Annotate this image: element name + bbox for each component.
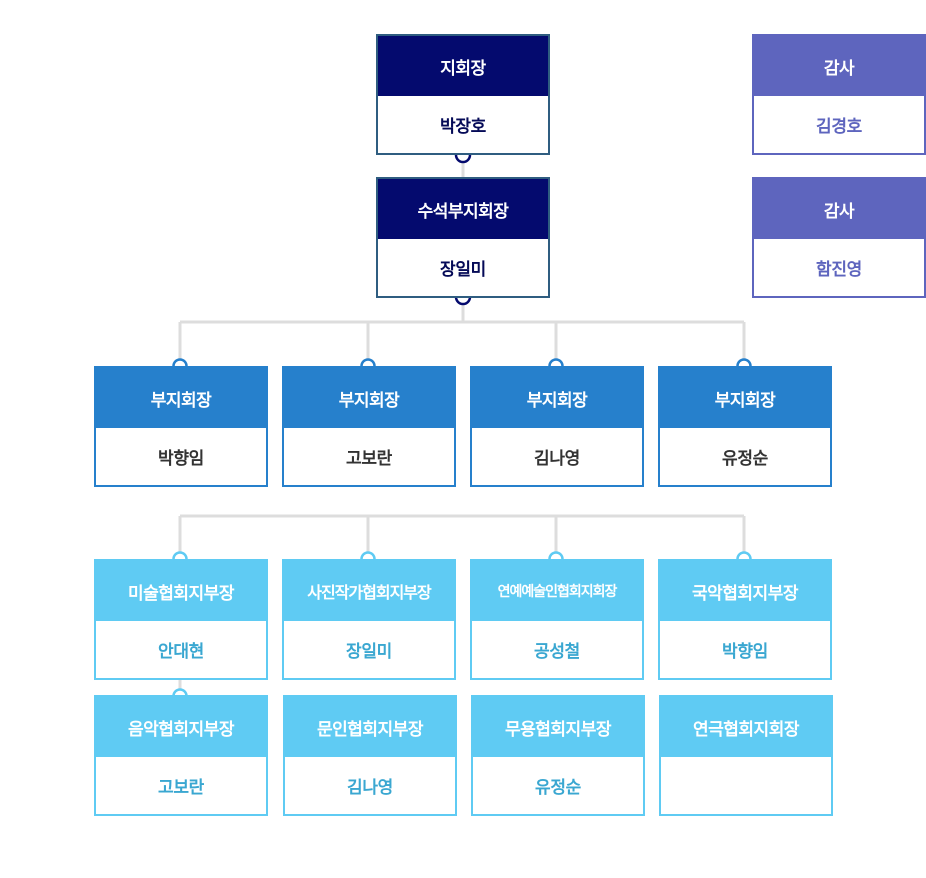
- branch-head-box-4: 국악협회지부장 박향임: [658, 559, 832, 680]
- branch-head-name: 고보란: [157, 778, 205, 798]
- vice-chair-title: 부지회장: [472, 368, 642, 428]
- vice-chair-box-3: 부지회장 김나영: [470, 366, 644, 487]
- branch-head-title: 국악협회지부장: [660, 561, 830, 621]
- branch-head-box-1: 미술협회지부장 안대현: [94, 559, 268, 680]
- branch-head-box-6: 문인협회지부장 김나영: [283, 695, 457, 816]
- vice-chair-title: 부지회장: [660, 368, 830, 428]
- chairman-title: 지회장: [378, 36, 548, 96]
- auditor-title: 감사: [754, 36, 924, 96]
- vice-chair-title: 부지회장: [284, 368, 454, 428]
- senior-vice-name: 장일미: [439, 260, 487, 280]
- auditor-title: 감사: [754, 179, 924, 239]
- branch-head-name: 김나영: [346, 778, 394, 798]
- branch-head-name: 장일미: [345, 642, 393, 662]
- branch-head-title: 무용협회지부장: [473, 697, 643, 757]
- senior-vice-box: 수석부지회장 장일미: [376, 177, 550, 298]
- auditor-name: 함진영: [815, 260, 863, 280]
- branch-head-box-8: 연극협회지회장: [659, 695, 833, 816]
- branch-head-title: 연극협회지회장: [661, 697, 831, 757]
- vice-chair-name: 고보란: [345, 449, 393, 469]
- vice-chair-title: 부지회장: [96, 368, 266, 428]
- branch-head-box-7: 무용협회지부장 유정순: [471, 695, 645, 816]
- senior-vice-title: 수석부지회장: [378, 179, 548, 239]
- auditor-name: 김경호: [815, 117, 863, 137]
- chairman-name: 박장호: [439, 117, 487, 137]
- vice-chair-name: 유정순: [721, 449, 769, 469]
- branch-head-name: 안대현: [157, 642, 205, 662]
- vice-chair-name: 박향임: [157, 449, 205, 469]
- branch-head-title: 음악협회지부장: [96, 697, 266, 757]
- auditor-box-1: 감사 김경호: [752, 34, 926, 155]
- branch-head-title: 연예예술인협회지회장: [472, 561, 642, 621]
- branch-head-title: 사진작가협회지부장: [284, 561, 454, 621]
- vice-chair-name: 김나영: [533, 449, 581, 469]
- branch-head-title: 문인협회지부장: [285, 697, 455, 757]
- branch-head-box-2: 사진작가협회지부장 장일미: [282, 559, 456, 680]
- vice-chair-box-1: 부지회장 박향임: [94, 366, 268, 487]
- branch-head-box-3: 연예예술인협회지회장 공성철: [470, 559, 644, 680]
- branch-head-title: 미술협회지부장: [96, 561, 266, 621]
- branch-head-name: [661, 757, 831, 814]
- vice-chair-box-4: 부지회장 유정순: [658, 366, 832, 487]
- auditor-box-2: 감사 함진영: [752, 177, 926, 298]
- branch-head-name: 유정순: [534, 778, 582, 798]
- vice-chair-box-2: 부지회장 고보란: [282, 366, 456, 487]
- branch-head-name: 박향임: [721, 642, 769, 662]
- branch-head-name: 공성철: [533, 642, 581, 662]
- branch-head-box-5: 음악협회지부장 고보란: [94, 695, 268, 816]
- chairman-box: 지회장 박장호: [376, 34, 550, 155]
